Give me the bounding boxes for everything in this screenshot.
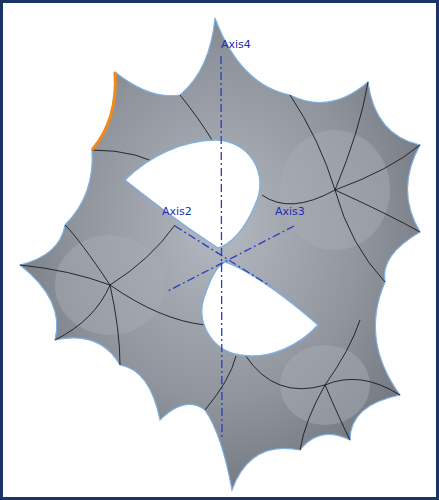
gyroid-surface [3, 3, 436, 497]
axis-label: Axis4 [221, 38, 251, 51]
axis-label: Axis3 [275, 205, 305, 218]
axis-label: Axis2 [162, 205, 192, 218]
viewport: Axis4Axis2 Axis3 [3, 3, 436, 497]
